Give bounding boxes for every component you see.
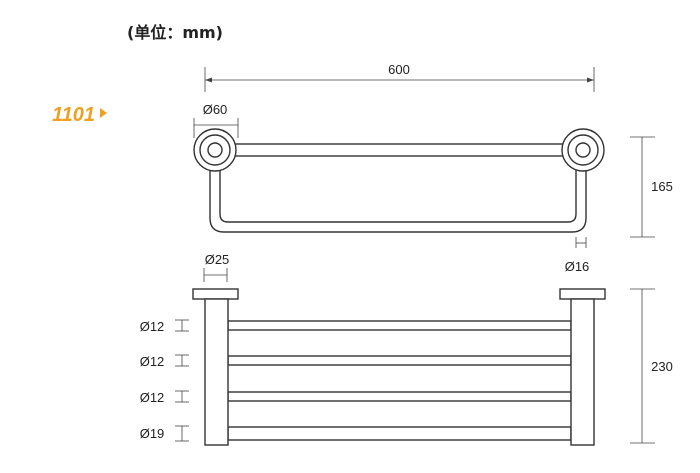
post-diameter-label: Ø25 xyxy=(205,252,230,267)
u-rail-outer xyxy=(209,155,587,233)
bar-4 xyxy=(227,426,572,441)
bar-1 xyxy=(227,320,572,331)
left-wall-plate xyxy=(192,288,239,300)
bar-2 xyxy=(227,355,572,366)
top-view: 600 Ø60 165 Ø16 xyxy=(193,62,673,274)
right-post xyxy=(570,298,595,446)
width-dimension-label: 600 xyxy=(388,62,410,77)
bar-diameter-label-4: Ø19 xyxy=(140,426,165,441)
left-post xyxy=(204,298,229,446)
bar-diameter-marker-3 xyxy=(175,390,189,403)
side-height-label: 230 xyxy=(651,359,673,374)
right-wall-plate xyxy=(559,288,606,300)
bar-diameter-label-3: Ø12 xyxy=(140,390,165,405)
bar-diameter-marker-1 xyxy=(175,319,189,332)
bar-diameter-label-1: Ø12 xyxy=(140,319,165,334)
top-bar xyxy=(215,143,583,157)
model-number: 1101 xyxy=(52,104,95,126)
bar-diameter-label-2: Ø12 xyxy=(140,354,165,369)
model-arrow-icon xyxy=(100,108,107,118)
bar-diameter-marker-4 xyxy=(175,425,189,442)
side-view: Ø25 230 xyxy=(140,252,673,446)
u-rail-inner xyxy=(219,160,577,223)
flange-diameter-label: Ø60 xyxy=(203,102,228,117)
top-height-label: 165 xyxy=(651,179,673,194)
bar-3 xyxy=(227,391,572,402)
rail-diameter-label: Ø16 xyxy=(565,259,590,274)
bar-diameter-marker-2 xyxy=(175,354,189,367)
unit-label: (单位：mm) xyxy=(127,23,223,42)
